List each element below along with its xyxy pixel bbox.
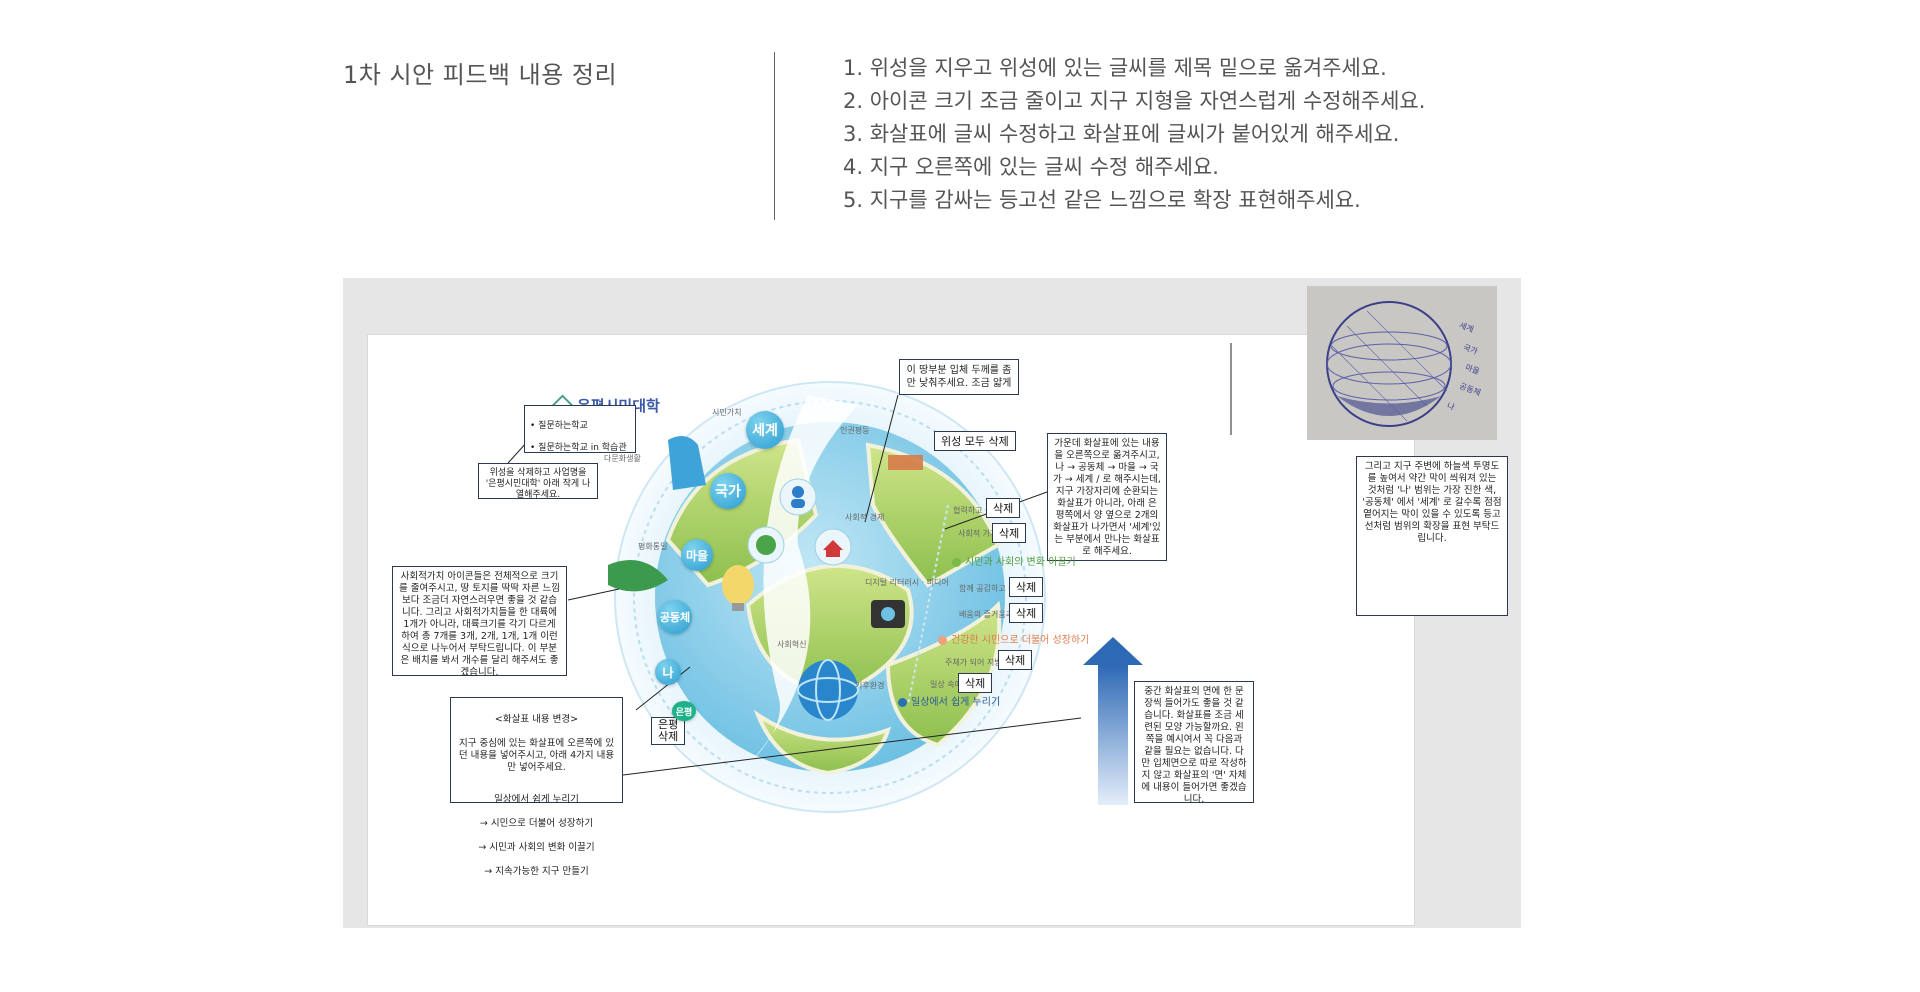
right-label: 시민과 사회의 변화 이끌기 <box>952 553 1076 568</box>
note-arrow-item: 일상에서 쉽게 누리기 <box>494 794 579 805</box>
note-arrow-body: 지구 중심에 있는 화살표에 오른쪽에 있던 내용을 넣어주시고, 아래 4가지… <box>458 738 615 773</box>
right-label: 배움의 즐거움과 의 <box>959 610 1023 619</box>
feedback-item: 4. 지구 오른쪽에 있는 글씨 수정 해주세요. <box>843 155 1219 179</box>
right-label: 일상에서 쉽게 누리기 <box>898 693 1000 708</box>
right-label: 일상 속에 <box>930 680 962 689</box>
leader-line <box>567 588 620 601</box>
leader-line <box>622 717 1082 776</box>
right-label: 사회적 가치 위 <box>958 529 1008 538</box>
leader-line <box>864 394 899 523</box>
globe-label: 다문화생활 <box>604 454 641 463</box>
bubble-world: 세계 <box>746 411 784 449</box>
note-icons: 사회적가치 아이콘들은 전체적으로 크기를 줄여주시고, 땅 토지를 딱딱 자른… <box>392 566 567 678</box>
program-item: • 질문하는학교 in 학습관 <box>530 443 627 453</box>
globe-label: 인권평등 <box>840 426 870 435</box>
right-timeline <box>907 504 949 706</box>
bubble-me: 나 <box>655 659 681 685</box>
globe-label: 기후환경 <box>855 681 885 690</box>
person-icon <box>792 486 804 498</box>
right-label: 협력하고 상생 <box>953 506 1000 515</box>
feedback-canvas: 은평시민대학 • 질문하는학교 • 질문하는학교 in 학습관 • 시민대학포럼… <box>343 278 1521 928</box>
tag-delete: 삭제 <box>998 650 1033 670</box>
bubble-nation: 국가 <box>710 473 746 509</box>
center-arrow <box>748 395 858 765</box>
page-title: 1차 시안 피드백 내용 정리 <box>343 61 618 89</box>
tag-delete: 삭제 <box>986 498 1021 518</box>
globe-label: 사회혁신 <box>777 640 807 649</box>
green-dot-icon <box>952 557 961 567</box>
earth-icon <box>756 535 776 555</box>
note-arrow-item: → 시민으로 더불어 성장하기 <box>479 818 594 829</box>
globe-illustration <box>507 343 1232 813</box>
header-divider <box>774 52 775 220</box>
up-arrow-body <box>1098 665 1128 805</box>
land-bottom <box>753 709 891 776</box>
sketch-photo: 세계 국가 마을 공동체 나 <box>1307 286 1497 440</box>
bulb-icon <box>722 565 754 605</box>
person-body-icon <box>791 499 805 508</box>
house-icon <box>823 540 843 557</box>
note-land: 이 땅부분 입체 두께를 좀만 낮춰주세요. 조금 얇게 <box>899 359 1019 395</box>
globe-label: 사회적 경제 <box>845 513 885 522</box>
tag-delete: 삭제 <box>958 673 993 693</box>
design-slide: 은평시민대학 • 질문하는학교 • 질문하는학교 in 학습관 • 시민대학포럼… <box>367 334 1415 926</box>
note-logo: 위성을 삭제하고 사업명을 '은평시민대학' 아래 작게 나열해주세요. <box>478 463 598 500</box>
note-center: 가운데 화살표에 있는 내용을 오른쪽으로 옮겨주시고, 나 → 공동체 → 마… <box>1047 433 1167 561</box>
bubble-community: 공동체 <box>658 600 692 634</box>
globe-icon <box>798 660 858 720</box>
tag-satellite-delete: 위성 모두 삭제 <box>934 431 1016 451</box>
feedback-item: 1. 위성을 지우고 위성에 있는 글씨를 제목 밑으로 옮겨주세요. <box>843 56 1387 80</box>
note-arrow-item: → 시민과 사회의 변화 이끌기 <box>478 842 595 853</box>
feedback-item: 5. 지구를 감싸는 등고선 같은 느낌으로 확장 표현해주세요. <box>843 188 1361 212</box>
tag-delete: 삭제 <box>992 523 1027 543</box>
orange-dot-icon <box>938 635 947 645</box>
bubble-eunpyeong: 은평 <box>672 701 696 721</box>
program-list-box: • 질문하는학교 • 질문하는학교 in 학습관 • 시민대학포럼 • 다빈치실… <box>524 405 636 497</box>
tag-delete: 삭제 <box>1009 603 1044 623</box>
feedback-item: 3. 화살표에 글씨 수정하고 화살표에 글씨가 붙어있게 해주세요. <box>843 122 1400 146</box>
glove-icon <box>668 436 706 490</box>
sketch-globe-icon <box>1326 301 1452 427</box>
bubble-village: 마을 <box>681 539 713 571</box>
tag-delete: 삭제 <box>1009 577 1044 597</box>
globe-label: 시민가치 <box>712 408 742 417</box>
blue-dot-icon <box>898 697 907 707</box>
tag-eunpyeong-delete: 은평 삭제 <box>651 717 686 745</box>
leaf-icon <box>608 560 668 592</box>
program-item: • 질문하는학교 <box>530 421 588 431</box>
right-label: 함께 공감하고 나 <box>959 584 1016 593</box>
globe-label: 평화통일 <box>638 542 668 551</box>
note-photo: 그리고 지구 주변에 하늘색 투명도를 높여서 약간 막이 씌워져 있는 것처럼… <box>1356 456 1508 616</box>
note-bottom-right: 중간 화살표의 면에 한 문장씩 들어가도 좋을 것 같습니다. 화살표를 조금… <box>1134 681 1254 805</box>
right-label: 건강한 시민으로 더불어 성장하기 <box>938 631 1089 646</box>
feedback-item: 2. 아이콘 크기 조금 줄이고 지구 지형을 자연스럽게 수정해주세요. <box>843 89 1426 113</box>
globe-label: 디지털 리터러시 · 미디어 <box>865 578 949 587</box>
note-arrow-title: <화살표 내용 변경> <box>494 714 579 725</box>
up-arrow-head <box>1083 637 1143 665</box>
right-label: 주체가 되어 지방자 <box>945 658 1009 667</box>
scale-icon <box>888 455 923 470</box>
feedback-list: 1. 위성을 지우고 위성에 있는 글씨를 제목 밑으로 옮겨주세요. 2. 아… <box>843 52 1425 217</box>
note-arrow-item: → 지속가능한 지구 만들기 <box>484 866 589 877</box>
leader-line <box>635 666 691 711</box>
note-arrow: <화살표 내용 변경> 지구 중심에 있는 화살표에 오른쪽에 있던 내용을 넣… <box>450 697 623 877</box>
